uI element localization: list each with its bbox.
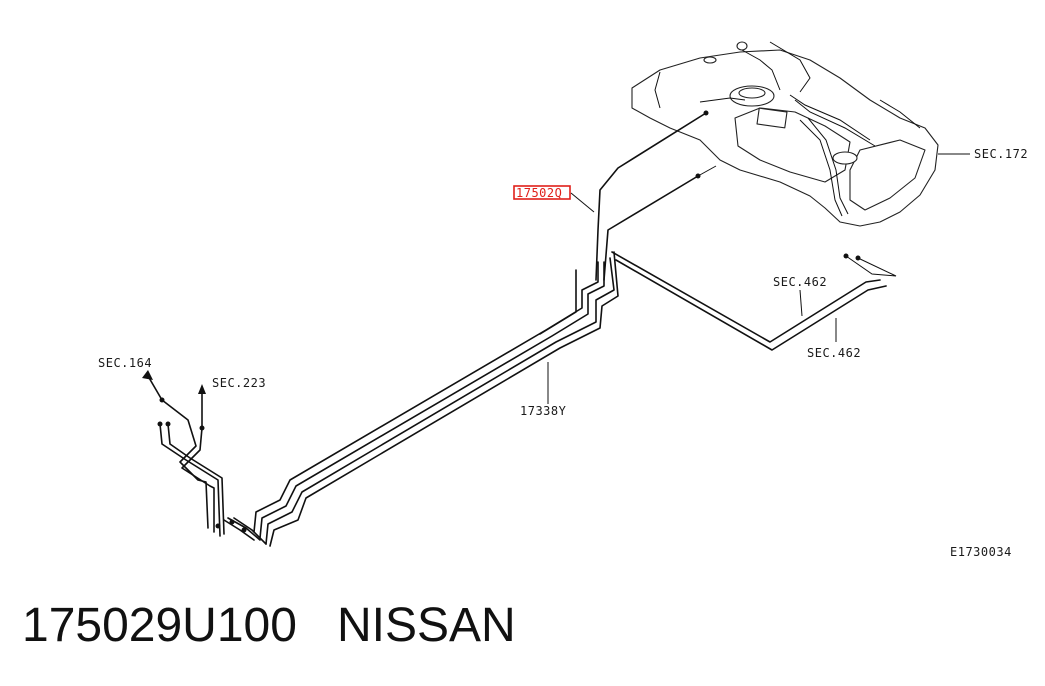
part-number: 175029U100	[22, 599, 297, 652]
main-pipe-bundle	[253, 251, 619, 547]
label-sec-164[interactable]: SEC.164	[98, 356, 152, 370]
label-17502q[interactable]: 17502Q	[516, 186, 562, 200]
right-branch-pipe	[611, 251, 897, 351]
leader-lines	[547, 153, 970, 404]
label-17338y[interactable]: 17338Y	[520, 404, 567, 418]
highlight-box	[513, 185, 571, 200]
label-sec-223[interactable]: SEC.223	[212, 376, 266, 390]
label-sec-172[interactable]: SEC.172	[974, 147, 1028, 161]
part-caption: 175029U100 NISSAN	[22, 596, 516, 656]
label-figure-id: E1730034	[950, 545, 1012, 559]
left-end-connectors	[142, 370, 267, 545]
tube-17502q	[595, 110, 717, 281]
brand-name: NISSAN	[336, 599, 516, 652]
fuel-tank	[631, 41, 939, 227]
label-sec-462-lower[interactable]: SEC.462	[807, 346, 861, 360]
label-sec-462-upper[interactable]: SEC.462	[773, 275, 827, 289]
